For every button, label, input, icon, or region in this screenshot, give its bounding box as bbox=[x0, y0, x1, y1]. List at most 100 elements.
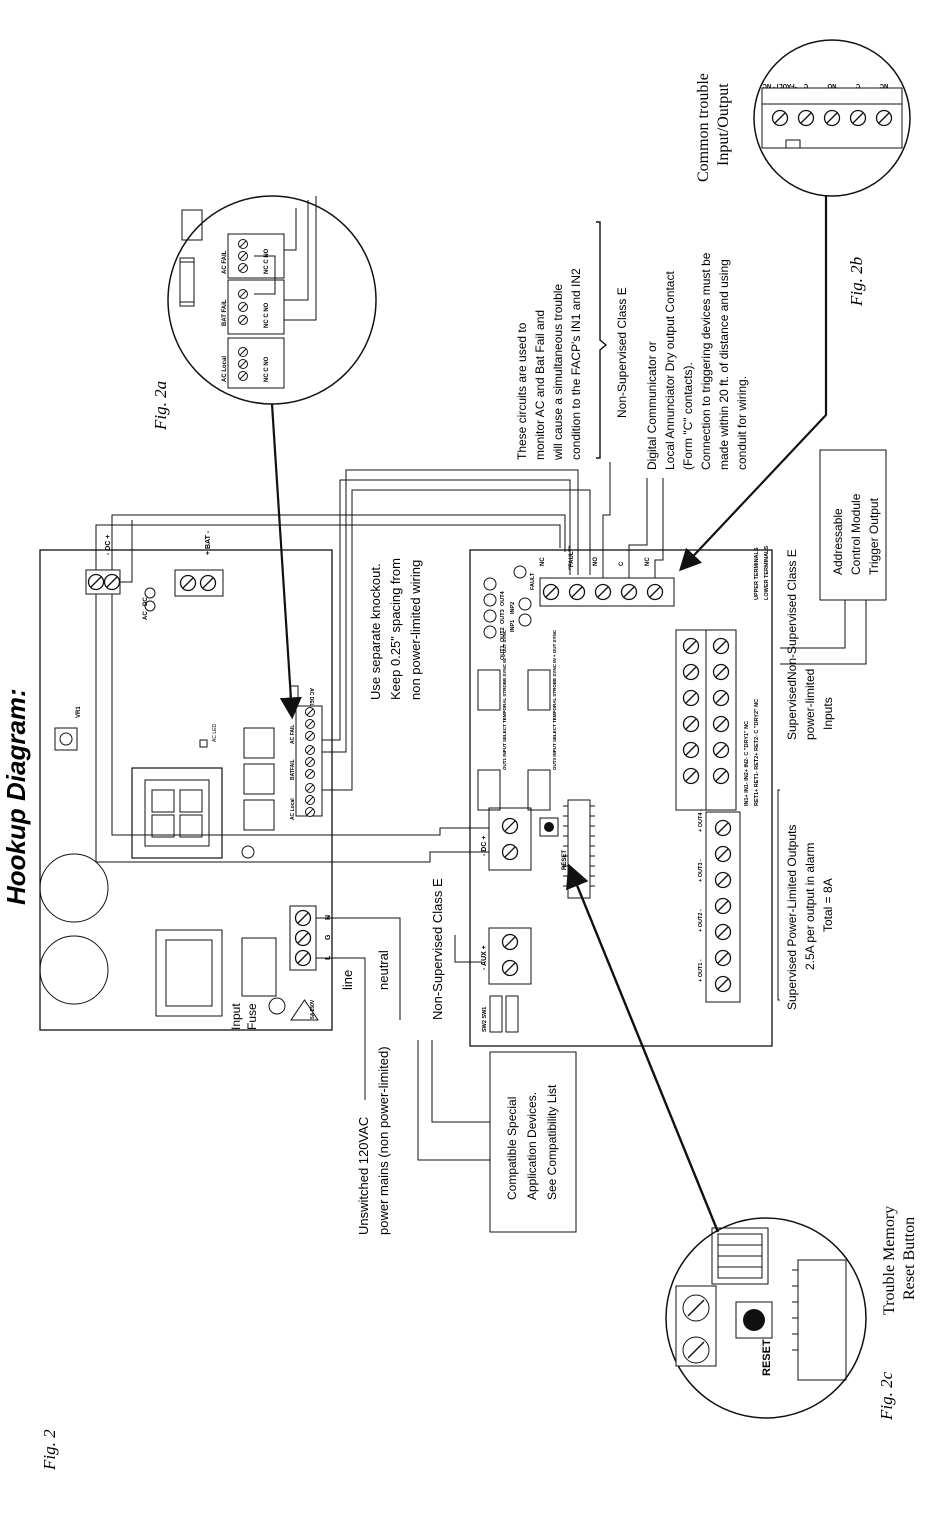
nonsup-right-label: Non-Supervised Class E bbox=[785, 549, 799, 680]
knockout-note-1: Use separate knockout. bbox=[368, 563, 383, 700]
lgn-n: N bbox=[325, 915, 332, 920]
fig2c-heading-2: Reset Button bbox=[901, 1217, 918, 1300]
note-leaders bbox=[602, 462, 664, 578]
mains-label-1: Unswitched 120VAC bbox=[356, 1117, 371, 1235]
compat-box bbox=[489, 1051, 577, 1233]
digital-note-4: Connection to triggering devices must be bbox=[699, 252, 713, 470]
sup-inputs-2: power-limited bbox=[803, 669, 817, 740]
lower-terminals: LOWER TERMINALS bbox=[764, 546, 770, 600]
out3-label: + OUT3 - bbox=[698, 859, 704, 882]
fig2a-arrow bbox=[270, 403, 302, 720]
module-dip2-label: OUT3 INPUT SELECT TEMPORAL STROBE SYNC I… bbox=[552, 629, 557, 770]
mod-term-nc1: NC bbox=[540, 557, 546, 566]
mod-term-c1: C bbox=[619, 561, 625, 566]
fuse-rating: 5A 250V bbox=[310, 999, 316, 1019]
circuits-note-3: will cause a simultaneous trouble bbox=[551, 284, 565, 461]
lgn-g: G bbox=[325, 934, 332, 940]
led-out1: OUT1 bbox=[500, 645, 506, 660]
mod-term-no: NO bbox=[593, 557, 599, 566]
out4-label: + OUT4 - bbox=[698, 809, 704, 832]
module-reset-button[interactable] bbox=[544, 822, 554, 832]
led-inp2: INP2 bbox=[510, 602, 516, 614]
upper-terminals: UPPER TERMINALS bbox=[754, 547, 760, 600]
fig2b-term-c2: C bbox=[803, 82, 808, 88]
sup-outputs-3: Total = 8A bbox=[821, 878, 835, 932]
out1-label: + OUT1 - bbox=[698, 959, 704, 982]
module-dip1-label: OUT1 INPUT SELECT TEMPORAL STROBE SYNC I… bbox=[502, 629, 507, 770]
sup-outputs-2: 2.5A per output in alarm bbox=[803, 843, 817, 970]
knockout-note-3: non power-limited wiring bbox=[408, 560, 423, 700]
fig2a-terms-2: NC C NO bbox=[264, 302, 270, 328]
addressable-1: Addressable bbox=[831, 508, 845, 575]
fig2a-terms-3: NC C NO bbox=[264, 248, 270, 274]
input-fuse-label-2: Fuse bbox=[245, 1003, 259, 1030]
fig2a-aclocal: AC Local bbox=[222, 356, 228, 382]
led-out4: OUT4 bbox=[500, 590, 506, 606]
fig2b-heading-2: Input/Output bbox=[715, 83, 732, 166]
fig2b-term-no: NO bbox=[827, 82, 836, 88]
knockout-note-2: Keep 0.25" spacing from bbox=[388, 558, 403, 700]
module-in-lower: RET1+ RET1- RET2+ RET2- C "DRY2" NC bbox=[754, 699, 760, 806]
fig2c-reset-label: RESET bbox=[761, 1339, 773, 1376]
mod-term-fault: "FAULT" bbox=[569, 545, 575, 570]
fig2c-magnifier: RESET bbox=[665, 1217, 867, 1419]
module-reset-label: RESET bbox=[562, 850, 568, 870]
page-title: Hookup Diagram: bbox=[1, 688, 31, 905]
addressable-3: Trigger Output bbox=[867, 497, 881, 575]
led-out2: OUT2 bbox=[500, 627, 506, 642]
main-dc-label: - DC + bbox=[105, 535, 112, 555]
digital-note-5: made within 20 ft. of distance and using bbox=[717, 259, 731, 470]
main-acfail-label: AC FAIL bbox=[290, 725, 296, 744]
ac-led-label: AC bbox=[143, 611, 149, 620]
circuits-note-1: These circuits are used to bbox=[515, 322, 529, 460]
fig2b-magnifier: NC C NO C "FAULT" NC bbox=[753, 39, 911, 197]
nonsup-left-label: Non-Supervised Class E bbox=[430, 878, 445, 1020]
main-board: - DC + AC DC + BAT - VR1 AC LED AC DELAY bbox=[39, 530, 333, 1031]
module-dc-label: - DC + bbox=[481, 836, 488, 856]
sw-label: SW2 SW1 bbox=[482, 1007, 488, 1032]
mains-label-2: power mains (non power-limited) bbox=[376, 1046, 391, 1235]
dc-led-label: DC bbox=[143, 597, 149, 606]
led-fault: FAULT bbox=[530, 572, 536, 590]
compat-line-3: See Compatibility List bbox=[545, 1084, 559, 1200]
fig2b-term-c1: C bbox=[855, 82, 860, 88]
fig2a-batfail: BAT FAIL bbox=[222, 299, 228, 326]
fig-label: Fig. 2 bbox=[40, 1429, 59, 1471]
digital-note-2: Local Annunciator Dry output Contact bbox=[663, 271, 677, 470]
out2-label: + OUT2 - bbox=[698, 909, 704, 932]
fig2a-magnifier: AC Local BAT FAIL AC FAIL NC C NO NC C N… bbox=[167, 195, 377, 405]
addressable-box bbox=[819, 449, 887, 601]
ac-led-text: AC LED bbox=[212, 724, 218, 742]
module-in-upper: IN1+ IN1- IN2+ IN2- C "DRY1" NC bbox=[744, 721, 750, 806]
board-wiring bbox=[95, 469, 591, 863]
nonsup-top-label: Non-Supervised Class E bbox=[615, 287, 629, 418]
ac-delay-label: AC DELAY bbox=[308, 688, 314, 714]
module-board: - DC + - AUX + RESET OUT1 INPUT SELECT T… bbox=[469, 545, 773, 1047]
fig2c-heading-1: Trouble Memory bbox=[881, 1206, 898, 1315]
vr1-label: VR1 bbox=[76, 706, 82, 718]
compat-line-1: Compatible Special bbox=[505, 1097, 519, 1200]
fig2c-reset-button[interactable] bbox=[743, 1309, 765, 1331]
sup-outputs-1: Supervised Power-Limited Outputs bbox=[785, 825, 799, 1010]
compat-line-2: Application Devices. bbox=[525, 1092, 539, 1200]
input-fuse-label-1: Input bbox=[229, 1003, 243, 1030]
digital-note-3: (Form "C" contacts). bbox=[681, 362, 695, 470]
fig2b-caption: Fig. 2b bbox=[847, 257, 866, 307]
circuits-note-4: condition to the FACP's IN1 and IN2 bbox=[569, 268, 583, 460]
addressable-2: Control Module bbox=[849, 493, 863, 575]
led-out3: OUT3 bbox=[500, 609, 506, 624]
sup-inputs-1: Supervised bbox=[785, 680, 799, 740]
fig2b-heading-1: Common trouble bbox=[695, 73, 712, 182]
main-aclocal-label: AC Local bbox=[290, 798, 296, 820]
fig2a-terms-1: NC C NO bbox=[264, 356, 270, 382]
sup-inputs-3: Inputs bbox=[821, 697, 835, 730]
circuits-note-2: monitor AC and Bat Fail and bbox=[533, 310, 547, 460]
main-batfail-label: BATFAIL bbox=[290, 759, 296, 780]
fig2c-arrow bbox=[566, 863, 720, 1233]
main-bat-label: + BAT - bbox=[205, 530, 212, 555]
mains-neutral-label: neutral bbox=[376, 950, 391, 990]
fig2a-caption: Fig. 2a bbox=[151, 381, 170, 431]
fig2b-term-nc: NC bbox=[879, 82, 888, 88]
module-aux-label: - AUX + bbox=[481, 945, 488, 970]
